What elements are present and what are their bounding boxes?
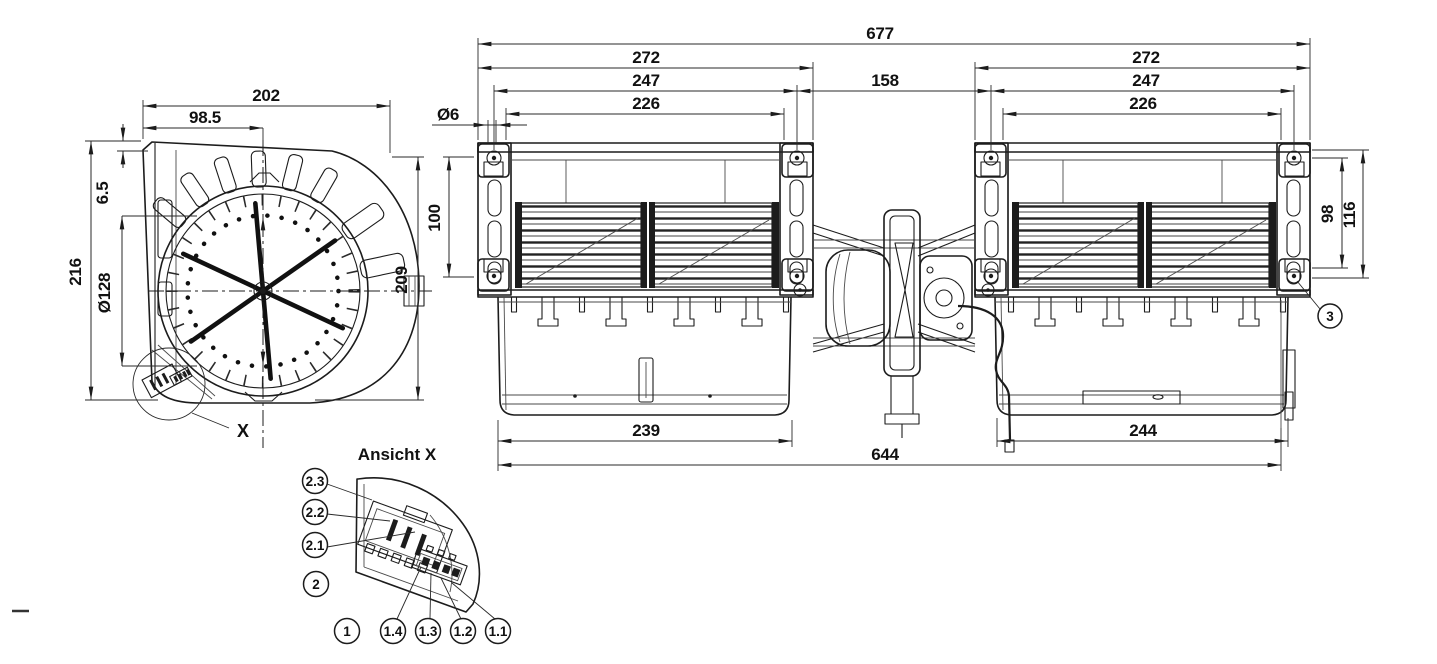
dim-116: 116 xyxy=(1340,202,1359,229)
dim-158: 158 xyxy=(871,71,898,90)
dim-202: 202 xyxy=(252,86,279,105)
detail-circle-x xyxy=(132,347,206,421)
callout-circle-3 xyxy=(1317,303,1343,329)
callout-1-1-label: 1.1 xyxy=(489,624,508,639)
dim-247-left: 247 xyxy=(632,71,659,90)
dim-644: 644 xyxy=(871,445,899,464)
left-blower xyxy=(477,142,814,416)
callout-circle-2-1 xyxy=(301,531,329,559)
detail-x-label: X xyxy=(237,421,249,441)
callout-circle-2 xyxy=(302,570,330,598)
hinge-strip xyxy=(1282,349,1296,409)
callout-circle-1-3 xyxy=(414,617,442,645)
detail-leaders xyxy=(326,483,496,620)
dim-226-right: 226 xyxy=(1129,94,1156,113)
side-view-dimensions: 202 98.5 6.5 216 Ø128 2 xyxy=(66,86,424,401)
callout-circle-1 xyxy=(333,617,361,645)
callout-2-label: 2 xyxy=(312,577,320,592)
callout-2-3-label: 2.3 xyxy=(306,474,325,489)
front-view: 677 272 272 247 247 158 226 226 Ø6 xyxy=(425,24,1369,471)
callout-1-4-label: 1.4 xyxy=(384,624,403,639)
callout-2-2-label: 2.2 xyxy=(306,505,325,520)
connector-block xyxy=(141,363,193,399)
motor-coupler xyxy=(919,255,973,341)
dim-98: 98 xyxy=(1318,205,1337,223)
right-blower xyxy=(974,142,1311,416)
detail-callouts: 2.3 2.2 2.1 2 1 1.4 1.3 1.2 1.1 xyxy=(301,467,512,645)
scroll-housing-outline xyxy=(142,141,420,404)
callout-circle-1-4 xyxy=(379,617,407,645)
vent-slots xyxy=(152,150,406,279)
dim-hole-6: Ø6 xyxy=(437,105,459,124)
dim-272-right: 272 xyxy=(1132,48,1159,67)
dim-209: 209 xyxy=(392,266,411,293)
motor-assembly xyxy=(793,209,1015,453)
callout-circle-2-2 xyxy=(301,498,329,526)
detail-view: Ansicht X xyxy=(301,445,512,645)
callout-circle-1-2 xyxy=(449,617,477,645)
callout-1-2-label: 1.2 xyxy=(454,624,473,639)
callout-3-label: 3 xyxy=(1326,309,1334,324)
dim-247-right: 247 xyxy=(1132,71,1159,90)
callout-circle-2-3 xyxy=(301,467,329,495)
motor-cable xyxy=(957,304,1012,441)
dim-677: 677 xyxy=(866,24,893,43)
dim-100: 100 xyxy=(425,204,444,231)
callout-1-label: 1 xyxy=(343,624,351,639)
label-plate xyxy=(1082,390,1181,405)
front-view-dimensions: 677 272 272 247 247 158 226 226 Ø6 xyxy=(425,24,1369,471)
callout-1-3-label: 1.3 xyxy=(419,624,438,639)
dim-239: 239 xyxy=(632,421,659,440)
small-connector xyxy=(410,544,468,586)
dim-226-left: 226 xyxy=(632,94,659,113)
dim-98-5: 98.5 xyxy=(189,108,221,127)
dim-272-left: 272 xyxy=(632,48,659,67)
callout-circle-1-1 xyxy=(484,617,512,645)
dim-244: 244 xyxy=(1129,421,1157,440)
housing-corner-wedge xyxy=(355,477,481,613)
detail-view-title: Ansicht X xyxy=(358,445,437,464)
side-view: X 202 98.5 6.5 216 Ø128 xyxy=(66,86,432,448)
dim-6-5: 6.5 xyxy=(93,182,112,205)
dim-216: 216 xyxy=(66,258,85,285)
callout-2-1-label: 2.1 xyxy=(306,538,325,553)
dim-128: Ø128 xyxy=(95,273,114,313)
